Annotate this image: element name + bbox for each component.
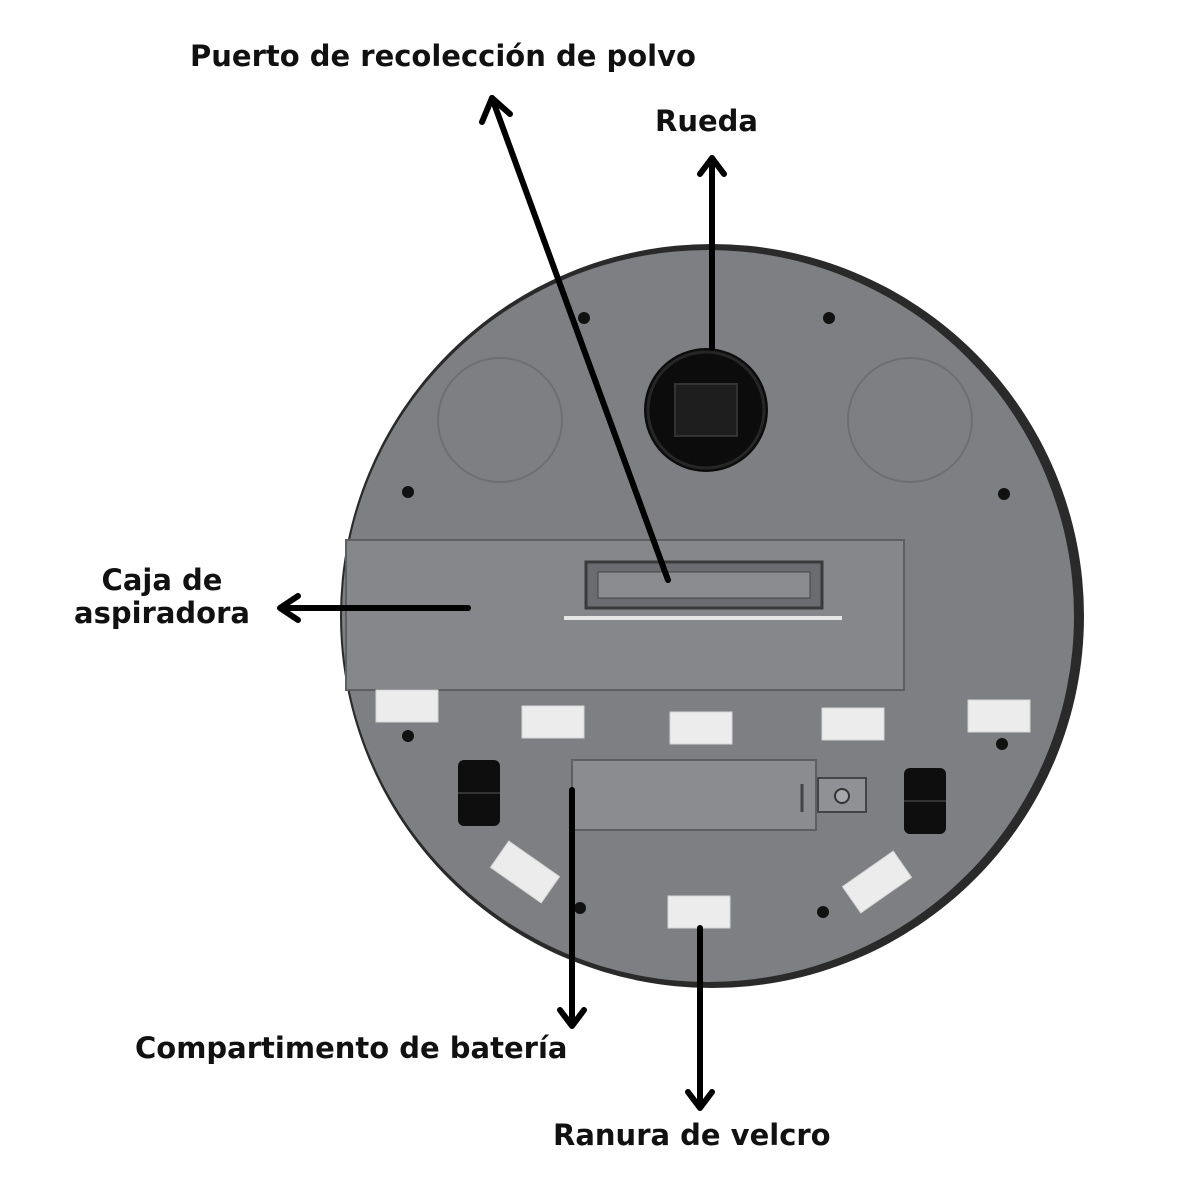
dust-port-slot-inner bbox=[597, 571, 811, 599]
battery-compartment bbox=[571, 759, 867, 831]
velcro-pad-icon bbox=[669, 711, 733, 745]
screw-hole bbox=[402, 486, 414, 498]
label-battery: Compartimento de batería bbox=[135, 1031, 568, 1065]
screw-hole bbox=[578, 312, 590, 324]
left-drive-wheel bbox=[458, 760, 500, 826]
battery-screw bbox=[834, 788, 850, 804]
label-velcro: Ranura de velcro bbox=[553, 1118, 831, 1152]
velcro-pad-icon bbox=[667, 895, 731, 929]
label-vacuum-box-line1: Caja de bbox=[101, 563, 223, 597]
caster-wheel-icon bbox=[644, 348, 768, 472]
label-wheel: Rueda bbox=[655, 104, 758, 138]
screw-hole bbox=[402, 730, 414, 742]
velcro-pad-icon bbox=[375, 689, 439, 723]
arrow-icon bbox=[685, 925, 715, 1111]
right-brush-recess bbox=[847, 357, 973, 483]
battery-cover bbox=[571, 759, 817, 831]
velcro-pads bbox=[375, 689, 1031, 929]
label-dust-port: Puerto de recolección de polvo bbox=[190, 39, 696, 73]
robot-body bbox=[340, 244, 1084, 988]
velcro-pad-icon bbox=[521, 705, 585, 739]
screw-hole bbox=[574, 902, 586, 914]
velcro-pad-icon bbox=[967, 699, 1031, 733]
screw-hole bbox=[823, 312, 835, 324]
velcro-pad-icon bbox=[489, 840, 561, 904]
screw-hole bbox=[998, 488, 1010, 500]
right-drive-wheel bbox=[904, 768, 946, 834]
screw-holes bbox=[402, 312, 1010, 918]
velcro-pad-icon bbox=[821, 707, 885, 741]
label-vacuum-box: Caja de aspiradora bbox=[64, 563, 260, 631]
dust-box-panel bbox=[345, 539, 905, 691]
left-brush-recess bbox=[437, 357, 563, 483]
velcro-pad-icon bbox=[841, 850, 913, 914]
screw-hole bbox=[817, 906, 829, 918]
arrow-icon bbox=[277, 593, 471, 623]
arrow-icon bbox=[479, 95, 671, 583]
label-vacuum-box-line2: aspiradora bbox=[74, 596, 250, 631]
arrows bbox=[277, 95, 727, 1111]
arrow-icon bbox=[557, 787, 587, 1029]
arrow-icon bbox=[697, 155, 727, 351]
screw-hole bbox=[996, 738, 1008, 750]
